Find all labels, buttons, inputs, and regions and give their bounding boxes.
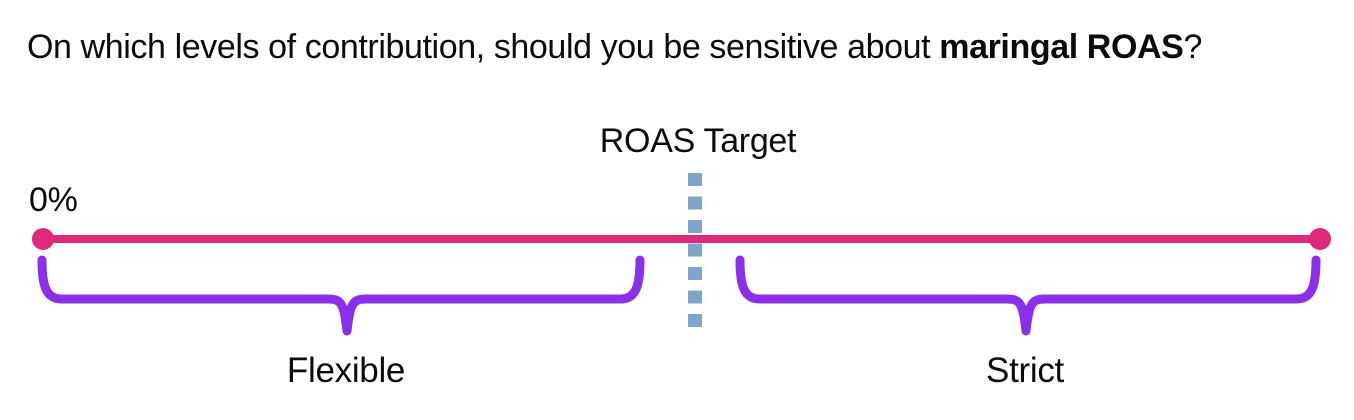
line-start-dot xyxy=(32,228,54,250)
title-text-suffix: ? xyxy=(1183,28,1202,66)
strict-zone-bracket xyxy=(735,255,1321,336)
roas-target-label: ROAS Target xyxy=(599,122,797,160)
title-text-regular: On which levels of contribution, should … xyxy=(27,28,940,66)
line-end-dot xyxy=(1309,228,1331,250)
origin-label: 0% xyxy=(29,181,78,219)
title-text-bold: maringal ROAS xyxy=(939,28,1184,66)
strict-zone-label: Strict xyxy=(986,351,1064,390)
page-title: On which levels of contribution, should … xyxy=(27,27,1202,68)
flexible-zone-bracket xyxy=(37,255,645,336)
flexible-zone-label: Flexible xyxy=(286,351,406,390)
